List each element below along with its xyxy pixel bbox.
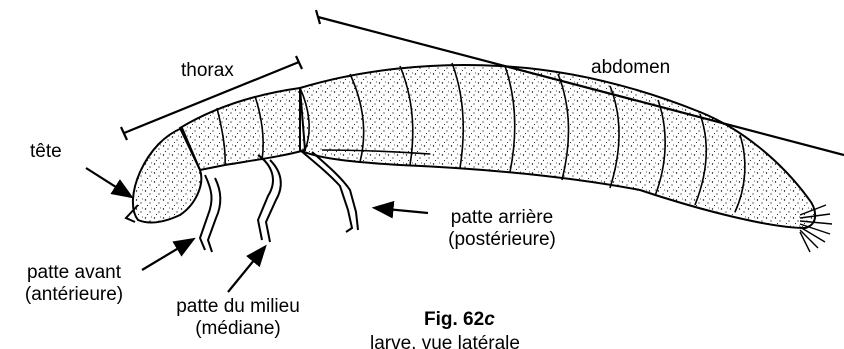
patte-milieu-line2: (médiane) — [168, 318, 308, 340]
patte-milieu-line1: patte du milieu — [168, 296, 308, 318]
arrow-tete — [86, 168, 130, 196]
patte-avant-line1: patte avant — [4, 262, 144, 284]
patte-arriere-label: patte arrière (postérieure) — [437, 207, 567, 251]
arrow-patte-avant — [142, 240, 192, 270]
leg-middle — [258, 155, 281, 242]
figure-letter: c — [484, 309, 495, 330]
figure-number: Fig. 62c — [424, 309, 495, 331]
abdomen-label: abdomen — [591, 57, 670, 79]
figure-caption: larve, vue latérale — [370, 333, 520, 349]
arrow-patte-milieu — [228, 248, 264, 292]
tete-label: tête — [30, 141, 62, 163]
patte-arriere-line1: patte arrière — [437, 207, 567, 229]
patte-arriere-line2: (postérieure) — [437, 229, 567, 251]
figure-number-text: Fig. 62 — [424, 309, 484, 330]
patte-avant-label: patte avant (antérieure) — [4, 262, 144, 306]
patte-milieu-label: patte du milieu (médiane) — [168, 296, 308, 340]
leg-hind — [300, 150, 358, 232]
arrow-patte-arriere — [376, 208, 428, 213]
figure-caption-clip: larve, vue latérale — [360, 333, 580, 349]
leg-front — [200, 175, 220, 252]
patte-avant-line2: (antérieure) — [4, 284, 144, 306]
thorax-label: thorax — [181, 60, 234, 82]
